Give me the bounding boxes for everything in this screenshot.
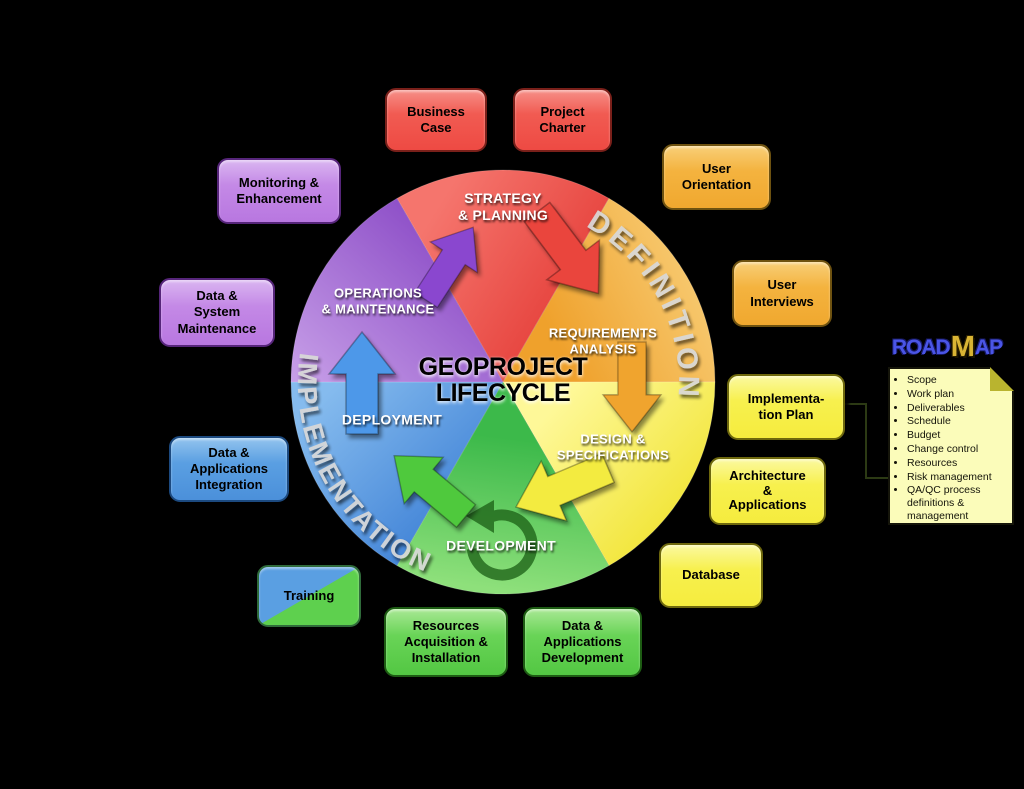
- box-label: Data & Applications Integration: [189, 444, 268, 493]
- box-data-apps-integration: Data & Applications Integration: [169, 436, 289, 502]
- box-data-apps-development: Data & Applications Development: [523, 607, 642, 677]
- box-label: Implementa- tion Plan: [747, 390, 825, 422]
- box-label: Project Charter: [539, 103, 586, 135]
- segment-label-requirements: REQUIREMENTS ANALYSIS: [548, 325, 658, 356]
- box-label: User Orientation: [681, 160, 752, 192]
- roadmap-list-item: Budget: [907, 429, 1010, 442]
- box-user-orientation: User Orientation: [662, 144, 771, 210]
- roadmap-title-left: ROAD: [891, 336, 951, 359]
- arrow-requirements-to-design: [601, 341, 663, 433]
- segment-development: [396, 380, 610, 595]
- segment-label-development: DEVELOPMENT: [446, 537, 556, 554]
- segment-label-strategy: STRATEGY & PLANNING: [457, 190, 549, 223]
- box-training: Training: [257, 565, 361, 627]
- box-architecture-applications: Architecture & Applications: [709, 457, 826, 525]
- arrow-strategy-to-requirements: [523, 201, 601, 295]
- roadmap-title-right: AP: [974, 336, 1003, 359]
- arrow-design-to-development: [514, 452, 616, 522]
- roadmap-list-item: Change control: [907, 443, 1010, 456]
- recycle-icon: [466, 500, 538, 581]
- box-label: Monitoring & Enhancement: [236, 174, 322, 206]
- roadmap-list: Scope Work plan Deliverables Schedule Bu…: [890, 374, 1012, 523]
- roadmap-list-item: Deliverables: [907, 402, 1010, 415]
- arrow-development-to-deployment: [393, 454, 477, 529]
- roadmap-list-item: Schedule: [907, 415, 1010, 428]
- roadmap-title: ROADMAP: [882, 329, 1012, 363]
- arrow-operations-to-strategy: [413, 226, 479, 309]
- roadmap-list-item: Resources: [907, 457, 1010, 470]
- box-database: Database: [659, 543, 763, 608]
- segment-label-deployment: DEPLOYMENT: [341, 411, 443, 428]
- box-label: Business Case: [407, 103, 465, 135]
- segment-deployment: [290, 381, 504, 567]
- segment-requirements-analysis: [502, 197, 716, 383]
- arrow-deployment-to-operations: [327, 330, 397, 435]
- box-monitoring-enhancement: Monitoring & Enhancement: [217, 158, 341, 224]
- box-implementation-plan: Implementa- tion Plan: [727, 374, 845, 440]
- segment-label-design: DESIGN & SPECIFICATIONS: [556, 431, 670, 462]
- folded-corner-icon: [990, 367, 1014, 391]
- roadmap-list-item: QA/QC process definitions & management: [907, 484, 1010, 522]
- box-project-charter: Project Charter: [513, 88, 612, 152]
- roadmap-note: Scope Work plan Deliverables Schedule Bu…: [888, 367, 1014, 525]
- wheel-center-title: GEOPROJECT LIFECYCLE: [418, 352, 588, 407]
- box-label: Architecture & Applications: [728, 467, 807, 513]
- box-label: Training: [283, 587, 335, 603]
- box-resources-acquisition: Resources Acquisition & Installation: [384, 607, 508, 677]
- segment-label-operations: OPERATIONS & MAINTENANCE: [321, 285, 435, 316]
- box-label: Data & Applications Development: [541, 617, 624, 666]
- roadmap-list-item: Work plan: [907, 388, 1010, 401]
- segment-operations-maintenance: [290, 197, 504, 383]
- box-user-interviews: User Interviews: [732, 260, 832, 327]
- roadmap-gold-arrows-icon: M: [950, 331, 975, 363]
- box-data-system-maintenance: Data & System Maintenance: [159, 278, 275, 347]
- roadmap-connector-line: [840, 403, 888, 479]
- box-label: Resources Acquisition & Installation: [404, 617, 488, 666]
- roadmap-list-item: Scope: [907, 374, 1010, 387]
- box-business-case: Business Case: [385, 88, 487, 152]
- roadmap-list-item: Risk management: [907, 471, 1010, 484]
- box-label: Database: [682, 567, 740, 583]
- box-label: User Interviews: [750, 277, 814, 309]
- box-label: Data & System Maintenance: [177, 288, 257, 336]
